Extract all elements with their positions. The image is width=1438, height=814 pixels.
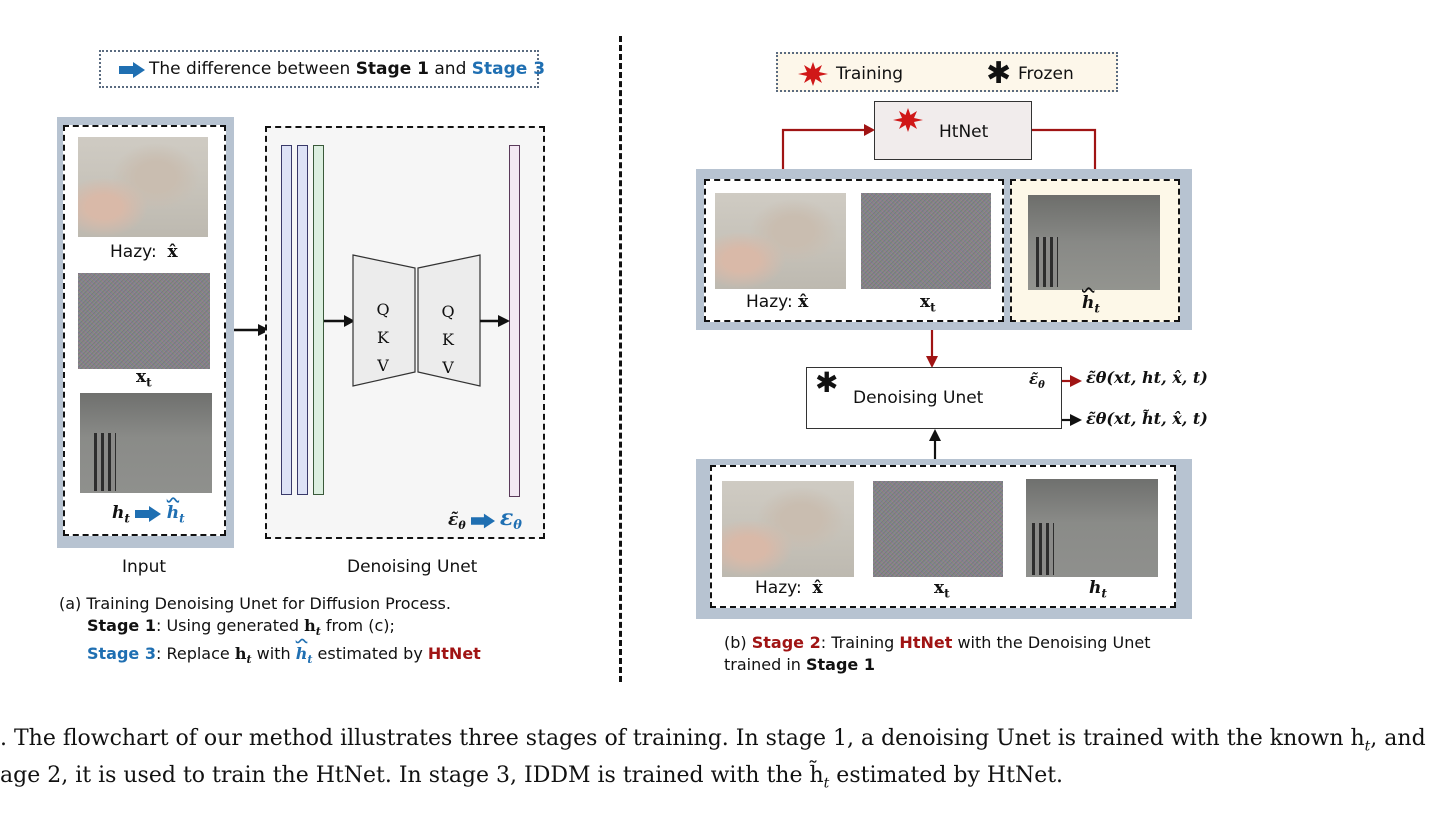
qkv-block-1-label: Q K V [376, 300, 390, 375]
panel-divider [619, 36, 622, 682]
legend-and: and [428, 59, 472, 79]
htnet-label: HtNet [939, 122, 989, 142]
hazy-image [78, 137, 208, 237]
panel-to-unet-arrow [926, 330, 938, 368]
training-legend-label: Training [836, 64, 904, 84]
figure-caption: . The flowchart of our method illustrate… [0, 726, 1426, 792]
xt-label: xt [136, 367, 152, 390]
input-to-unet-arrow [234, 324, 270, 336]
unet-output-arrows [1062, 375, 1082, 426]
hazy-image [722, 481, 854, 577]
blue-arrow-icon [470, 513, 495, 528]
xt-label: xt [934, 578, 950, 601]
frozen-unet-box: ✱ Denoising Unet ε̃θ [806, 366, 1062, 429]
hazy-label: Hazy: x̂ [746, 292, 809, 312]
qkv-block-2-label: Q K V [441, 302, 455, 377]
unet-layer-1 [281, 145, 292, 495]
unet-layer-2 [297, 145, 308, 495]
legend-stage3: Stage 3 [471, 59, 546, 79]
ht-transition-label: ht ht [112, 503, 185, 526]
left-subcaption: (a) Training Denoising Unet for Diffusio… [59, 594, 481, 667]
right-subcaption: (b) Stage 2: Training HtNet with the Den… [724, 633, 1151, 674]
blue-arrow-icon [119, 62, 145, 78]
unet-box-label: Denoising Unet [853, 388, 984, 408]
hazy-label: Hazy: x̂ [755, 578, 823, 598]
frozen-asterisk-icon: ✱ [986, 56, 1012, 91]
bottom-panel-to-unet-arrow [929, 429, 941, 461]
training-star-icon [798, 62, 828, 86]
ht-label: ht [1089, 578, 1107, 601]
haze-map-image [80, 393, 212, 493]
noise-image [78, 273, 210, 369]
unet-box-epsilon: ε̃θ [1029, 370, 1045, 391]
stage-difference-legend: The difference between Stage 1 and Stage… [99, 50, 545, 88]
legend-text: The difference between [149, 59, 356, 79]
noise-image [861, 193, 991, 289]
noise-image [873, 481, 1003, 577]
unet-attention-blocks [324, 254, 510, 387]
haze-map-image [1026, 479, 1158, 577]
unet-output-with-ht: ε̃θ(xt, ht, x̂, t) [1086, 368, 1208, 387]
epsilon-transition-label: ε̃θ εθ [448, 505, 522, 534]
frozen-asterisk-icon: ✱ [815, 366, 839, 399]
training-frozen-legend: Training ✱ Frozen [776, 52, 1118, 92]
htnet-box: HtNet [874, 101, 1032, 160]
training-star-icon [893, 108, 923, 132]
input-caption: Input [122, 557, 167, 577]
legend-stage1: Stage 1 [355, 59, 429, 79]
unet-output-with-ht-tilde: ε̃θ(xt, h̃t, x̂, t) [1086, 409, 1208, 428]
hazy-image [715, 193, 846, 289]
frozen-legend-label: Frozen [1018, 64, 1074, 84]
hazy-label: Hazy: x̂ [110, 242, 178, 262]
estimated-haze-map-image [1028, 195, 1160, 290]
xt-label: xt [920, 292, 936, 315]
blue-arrow-icon [135, 505, 162, 522]
unet-layer-3 [313, 145, 324, 495]
unet-caption: Denoising Unet [347, 557, 478, 577]
ht-tilde-label: ht [1082, 293, 1100, 316]
